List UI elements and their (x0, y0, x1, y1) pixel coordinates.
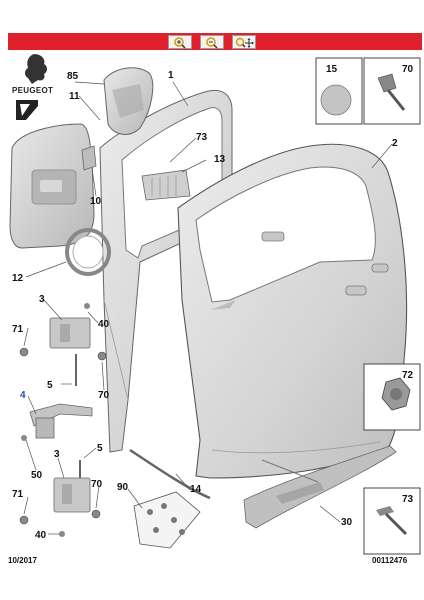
callout-71-lower[interactable]: 71 (12, 489, 24, 500)
lion-logo-icon (16, 54, 47, 120)
inset-label-73[interactable]: 73 (402, 494, 414, 505)
zoom-in-icon (174, 37, 186, 49)
diagram-reference: 00112476 (372, 556, 408, 565)
zoom-in-button[interactable] (168, 35, 192, 49)
door-check-strap (21, 403, 93, 441)
callout-13[interactable]: 13 (214, 154, 226, 165)
callout-4[interactable]: 4 (20, 390, 26, 401)
callout-2[interactable]: 2 (392, 138, 398, 149)
sound-insulation-panel (9, 123, 95, 249)
callout-30[interactable]: 30 (341, 517, 353, 528)
vent-grille (141, 169, 191, 201)
inset-label-70[interactable]: 70 (402, 64, 414, 75)
callout-1[interactable]: 1 (168, 70, 174, 81)
brand-logo (8, 50, 72, 122)
callout-11[interactable]: 11 (69, 91, 80, 102)
callout-10[interactable]: 10 (90, 196, 102, 207)
leader-lines (23, 81, 393, 535)
inset-15 (315, 57, 363, 125)
diagram-date: 10/2017 (8, 556, 37, 565)
pan-zoom-icon (235, 37, 254, 48)
callout-5-lower[interactable]: 5 (97, 443, 103, 454)
inset-label-15[interactable]: 15 (326, 64, 338, 75)
callout-90[interactable]: 90 (117, 482, 129, 493)
lower-hinge (19, 460, 101, 537)
callout-70-lower[interactable]: 70 (91, 479, 103, 490)
callout-3[interactable]: 3 (39, 294, 45, 305)
callout-50[interactable]: 50 (31, 470, 43, 481)
callout-73[interactable]: 73 (196, 132, 208, 143)
inset-73 (363, 487, 421, 555)
door-handle (261, 231, 285, 242)
callout-3-lower[interactable]: 3 (54, 449, 60, 460)
callout-70[interactable]: 70 (98, 390, 110, 401)
door-handle (345, 285, 367, 296)
callout-5[interactable]: 5 (47, 380, 53, 391)
inner-trim-panel (103, 67, 154, 135)
callout-71[interactable]: 71 (12, 324, 24, 335)
zoom-out-button[interactable] (200, 35, 224, 49)
inset-72 (363, 363, 421, 431)
rear-door-panel (177, 143, 408, 479)
weatherstrip (129, 448, 211, 500)
callout-40[interactable]: 40 (98, 319, 110, 330)
clip-kit (133, 491, 201, 549)
inset-label-72[interactable]: 72 (402, 370, 414, 381)
pan-zoom-button[interactable] (232, 35, 256, 49)
brand-name: PEUGEOT (12, 86, 54, 95)
inset-70 (363, 57, 421, 125)
upper-hinge (19, 303, 107, 386)
sill-moulding (243, 445, 397, 529)
callout-12[interactable]: 12 (12, 273, 24, 284)
clip-part (81, 145, 97, 171)
callout-14[interactable]: 14 (190, 484, 202, 495)
speaker-ring (65, 228, 111, 276)
callout-85[interactable]: 85 (67, 71, 79, 82)
zoom-out-icon (206, 37, 218, 49)
callout-40-lower[interactable]: 40 (35, 530, 47, 541)
